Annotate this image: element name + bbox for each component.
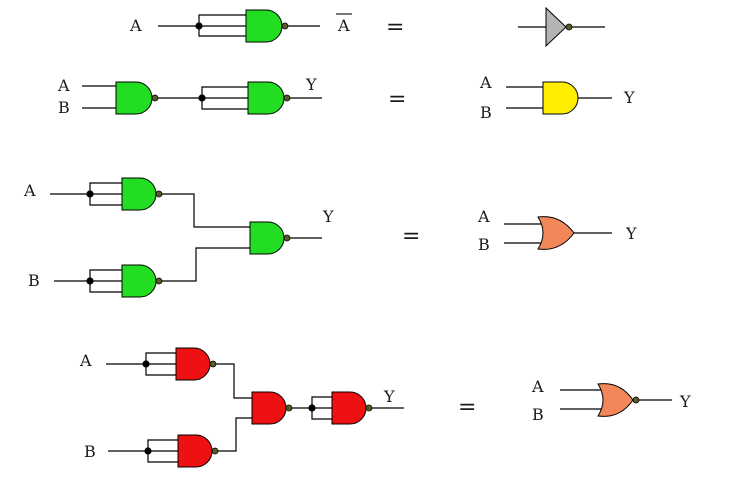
label-b-row3: B	[28, 271, 40, 290]
row-and-equivalence: A B Y = A B Y	[57, 73, 635, 122]
row-not-equivalence: A A =	[129, 6, 605, 48]
nand-gate-body-row4-mid	[251, 391, 287, 425]
label-a-row3: A	[23, 181, 36, 200]
junction-dot-b-row4	[144, 447, 152, 455]
nor-gate-equivalent: A B Y	[531, 377, 691, 424]
junction-dot-row2	[198, 94, 206, 102]
nand-gate-row1	[158, 9, 320, 43]
label-y-row4: Y	[383, 387, 395, 406]
and-gate-body	[542, 81, 579, 115]
equals-sign-row2: =	[388, 87, 406, 112]
wire-tie-b-row4	[147, 439, 178, 463]
label-a-row2: A	[57, 76, 70, 95]
nand-bubble-row4-out	[365, 404, 373, 412]
label-y-nor: Y	[679, 392, 691, 411]
nor-gate-body	[597, 383, 634, 417]
label-b-row4: B	[84, 442, 96, 461]
not-bubble	[565, 23, 573, 31]
nand-gate-body-row2-2	[247, 81, 285, 115]
junction-dot-b-row3	[86, 277, 94, 285]
equals-sign-row4: =	[458, 395, 476, 420]
nand-gate-body-row3-out	[249, 221, 285, 255]
nand-gate-body-row4-a	[175, 347, 211, 381]
nand-gate-body-row2-1	[115, 81, 153, 115]
and-gate-equivalent: A B Y	[479, 73, 635, 122]
junction-dot-mid-row4	[308, 404, 316, 412]
wire-tie-row2	[201, 86, 248, 110]
not-gate-equivalent	[518, 6, 605, 48]
nand-bubble-row4-mid	[285, 404, 293, 412]
label-b-row2: B	[58, 98, 70, 117]
nand-bubble-row3-a	[155, 190, 163, 198]
nand-gate-body-row3-b	[121, 264, 157, 298]
label-y-or: Y	[625, 224, 637, 243]
label-a-nor: A	[531, 377, 544, 396]
label-b-nor: B	[532, 405, 544, 424]
nand-gate-body-row4-out	[331, 391, 367, 425]
label-a-and: A	[479, 73, 492, 92]
equals-sign-row1: =	[386, 15, 404, 40]
junction-dot-a-row3	[86, 190, 94, 198]
label-a-row1: A	[129, 16, 142, 35]
nand-bubble-row2-1	[151, 94, 159, 102]
label-y-row3: Y	[322, 207, 334, 226]
nand-gate-body-row4-b	[177, 434, 213, 468]
nand-gate-body-row1	[245, 9, 283, 43]
nor-bubble	[632, 396, 640, 404]
wire-tie-b-row3	[89, 269, 122, 293]
or-gate-equivalent: A B Y	[477, 207, 637, 254]
junction-dot-row1	[195, 22, 203, 30]
wire-join-b-row4	[218, 417, 252, 452]
nand-bubble-row4-a	[209, 360, 217, 368]
wire-tie-a-row4	[145, 352, 176, 376]
row-nor-equivalence: A B Y = A B	[79, 347, 691, 468]
junction-dot-a-row4	[142, 360, 150, 368]
equals-sign-row3: =	[402, 224, 420, 249]
label-not-a: A	[337, 16, 350, 35]
nand-bubble-row3-b	[155, 277, 163, 285]
label-a-or: A	[477, 207, 490, 226]
nand-bubble-row2-2	[283, 94, 291, 102]
wire-tie-a-row3	[89, 182, 122, 206]
not-gate-body	[545, 6, 567, 48]
label-b-and: B	[480, 103, 492, 122]
nand-gate-body-row3-a	[121, 177, 157, 211]
wire-join-a-row3	[162, 193, 250, 228]
row-or-equivalence: A B Y = A B Y	[23, 177, 637, 298]
wire-join-b-row3	[162, 247, 250, 282]
label-b-or: B	[478, 235, 490, 254]
nand-bubble-row4-b	[211, 447, 219, 455]
label-y-and: Y	[623, 88, 635, 107]
label-a-row4: A	[79, 351, 92, 370]
nand-bubble-row3-out	[283, 234, 291, 242]
or-gate-body	[537, 216, 575, 250]
wire-join-a-row4	[216, 363, 252, 399]
wire-tie-mid-row4	[311, 396, 332, 420]
label-y-row2: Y	[305, 75, 317, 94]
nand-bubble-row1	[281, 22, 289, 30]
